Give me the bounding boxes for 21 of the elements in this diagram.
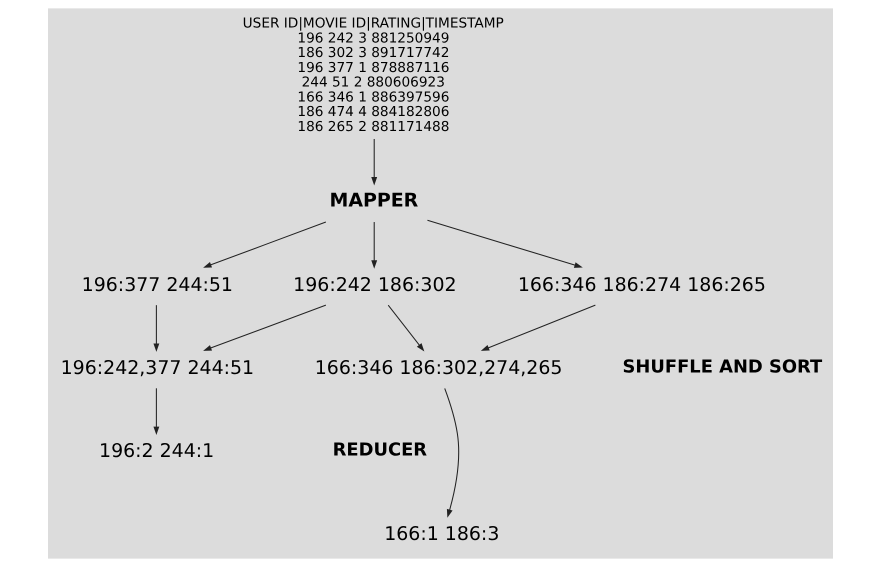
node-text: 196:242 186:302: [292, 274, 456, 296]
arrow: [152, 305, 159, 352]
node-text: 196:2 244:1: [98, 440, 214, 462]
node-text: 196:242,377 244:51: [60, 356, 254, 379]
node-text: 166:1 186:3: [384, 523, 499, 546]
node-text: MAPPER: [328, 190, 418, 212]
node-text: 166:346 186:274 186:265: [517, 274, 766, 296]
arrow: [426, 220, 582, 268]
node-text: USER ID|MOVIE ID|RATING|TIMESTAMP 196 242 3 881250949 186 302 3 891717742 196 377 1 878887116 244 51 2 880606923 166 346 1 886397596 186 474 4 884182806 186 265 2 881171488: [242, 16, 504, 135]
arrow: [202, 304, 326, 351]
arrow: [387, 304, 424, 352]
node-text: 166:346 186:302,274,265: [314, 356, 562, 379]
arrow: [152, 388, 159, 435]
label: REDUCER: [332, 440, 427, 461]
arrow: [370, 222, 377, 269]
node-text: 196:377 244:51: [81, 274, 232, 296]
label: SHUFFLE AND SORT: [622, 356, 822, 378]
arrow: [480, 304, 596, 351]
arrow: [370, 138, 377, 186]
arrow: [202, 222, 326, 268]
arrow: [444, 388, 459, 518]
